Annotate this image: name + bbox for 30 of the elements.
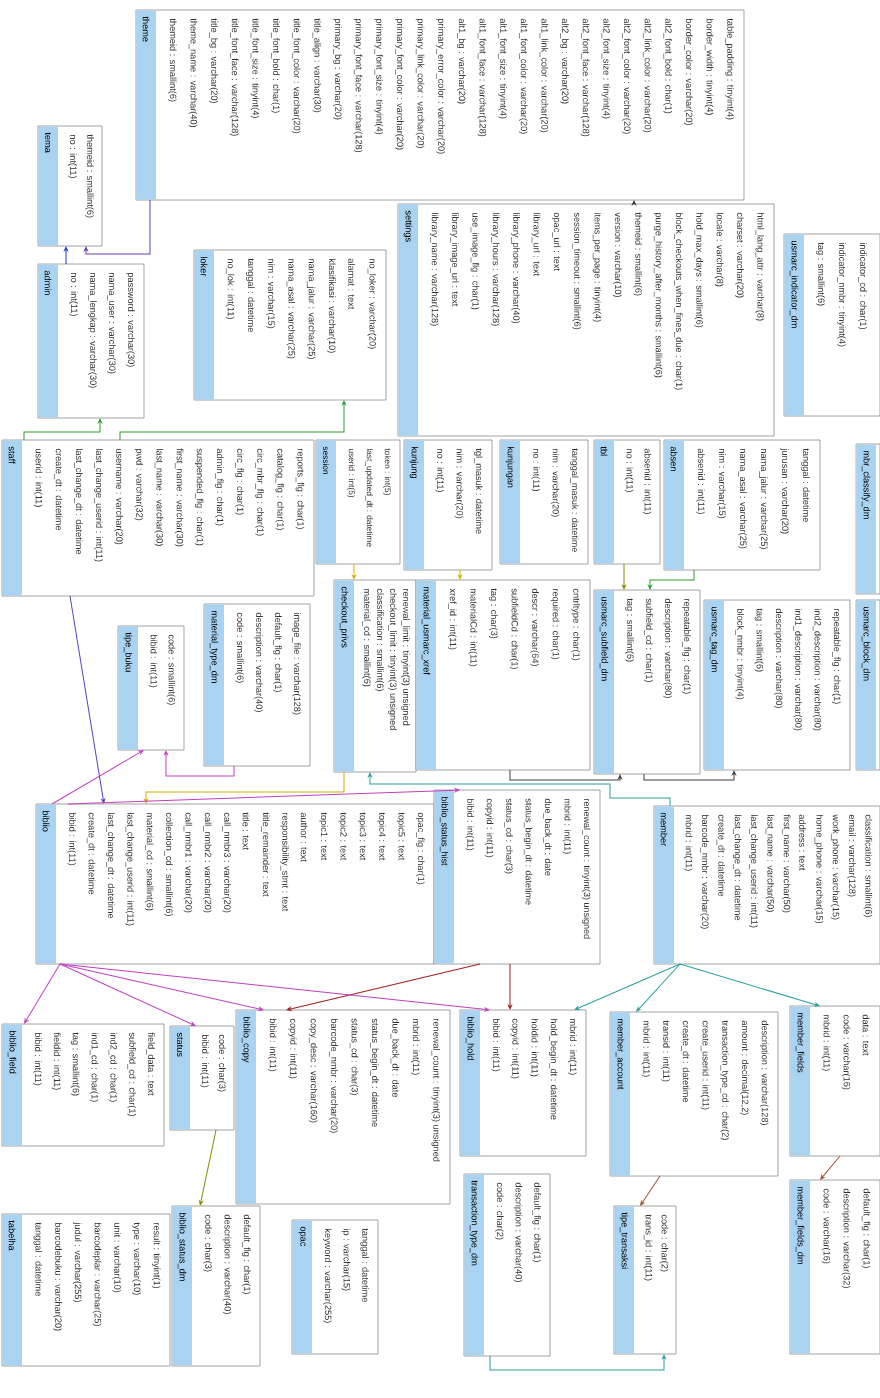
connector-arrow — [199, 1129, 217, 1206]
connector-arrow — [622, 563, 626, 590]
connector-arrow — [632, 200, 636, 205]
connector-arrow — [144, 771, 345, 804]
connector-arrow — [59, 963, 264, 1011]
connector-arrow — [84, 199, 151, 255]
connector-arrow — [352, 563, 356, 580]
connector-arrow — [636, 963, 681, 1012]
connector-arrow — [67, 788, 460, 805]
connector-arrow — [64, 246, 68, 265]
connector-arrow — [643, 770, 736, 781]
connector-arrow — [640, 1175, 661, 1206]
connector-arrow — [368, 772, 671, 807]
connector-arrow — [59, 963, 196, 1026]
connector-arrow — [119, 400, 346, 441]
connector-arrow — [574, 963, 681, 1011]
connector-arrow — [51, 750, 144, 805]
connector-arrow — [23, 418, 102, 441]
connector-arrow — [679, 963, 820, 1007]
connector-arrow — [489, 1354, 666, 1371]
connector-arrow — [648, 569, 695, 590]
connector-arrow — [24, 963, 61, 1024]
connector-arrow — [458, 569, 462, 580]
connector-arrow — [509, 769, 622, 781]
connector-arrow — [164, 750, 235, 777]
connector-arrow — [69, 595, 106, 804]
connector-arrow — [286, 963, 481, 1011]
connector-arrow — [59, 963, 490, 1012]
connector-arrow — [508, 963, 512, 1010]
connector-arrow — [820, 1155, 841, 1180]
